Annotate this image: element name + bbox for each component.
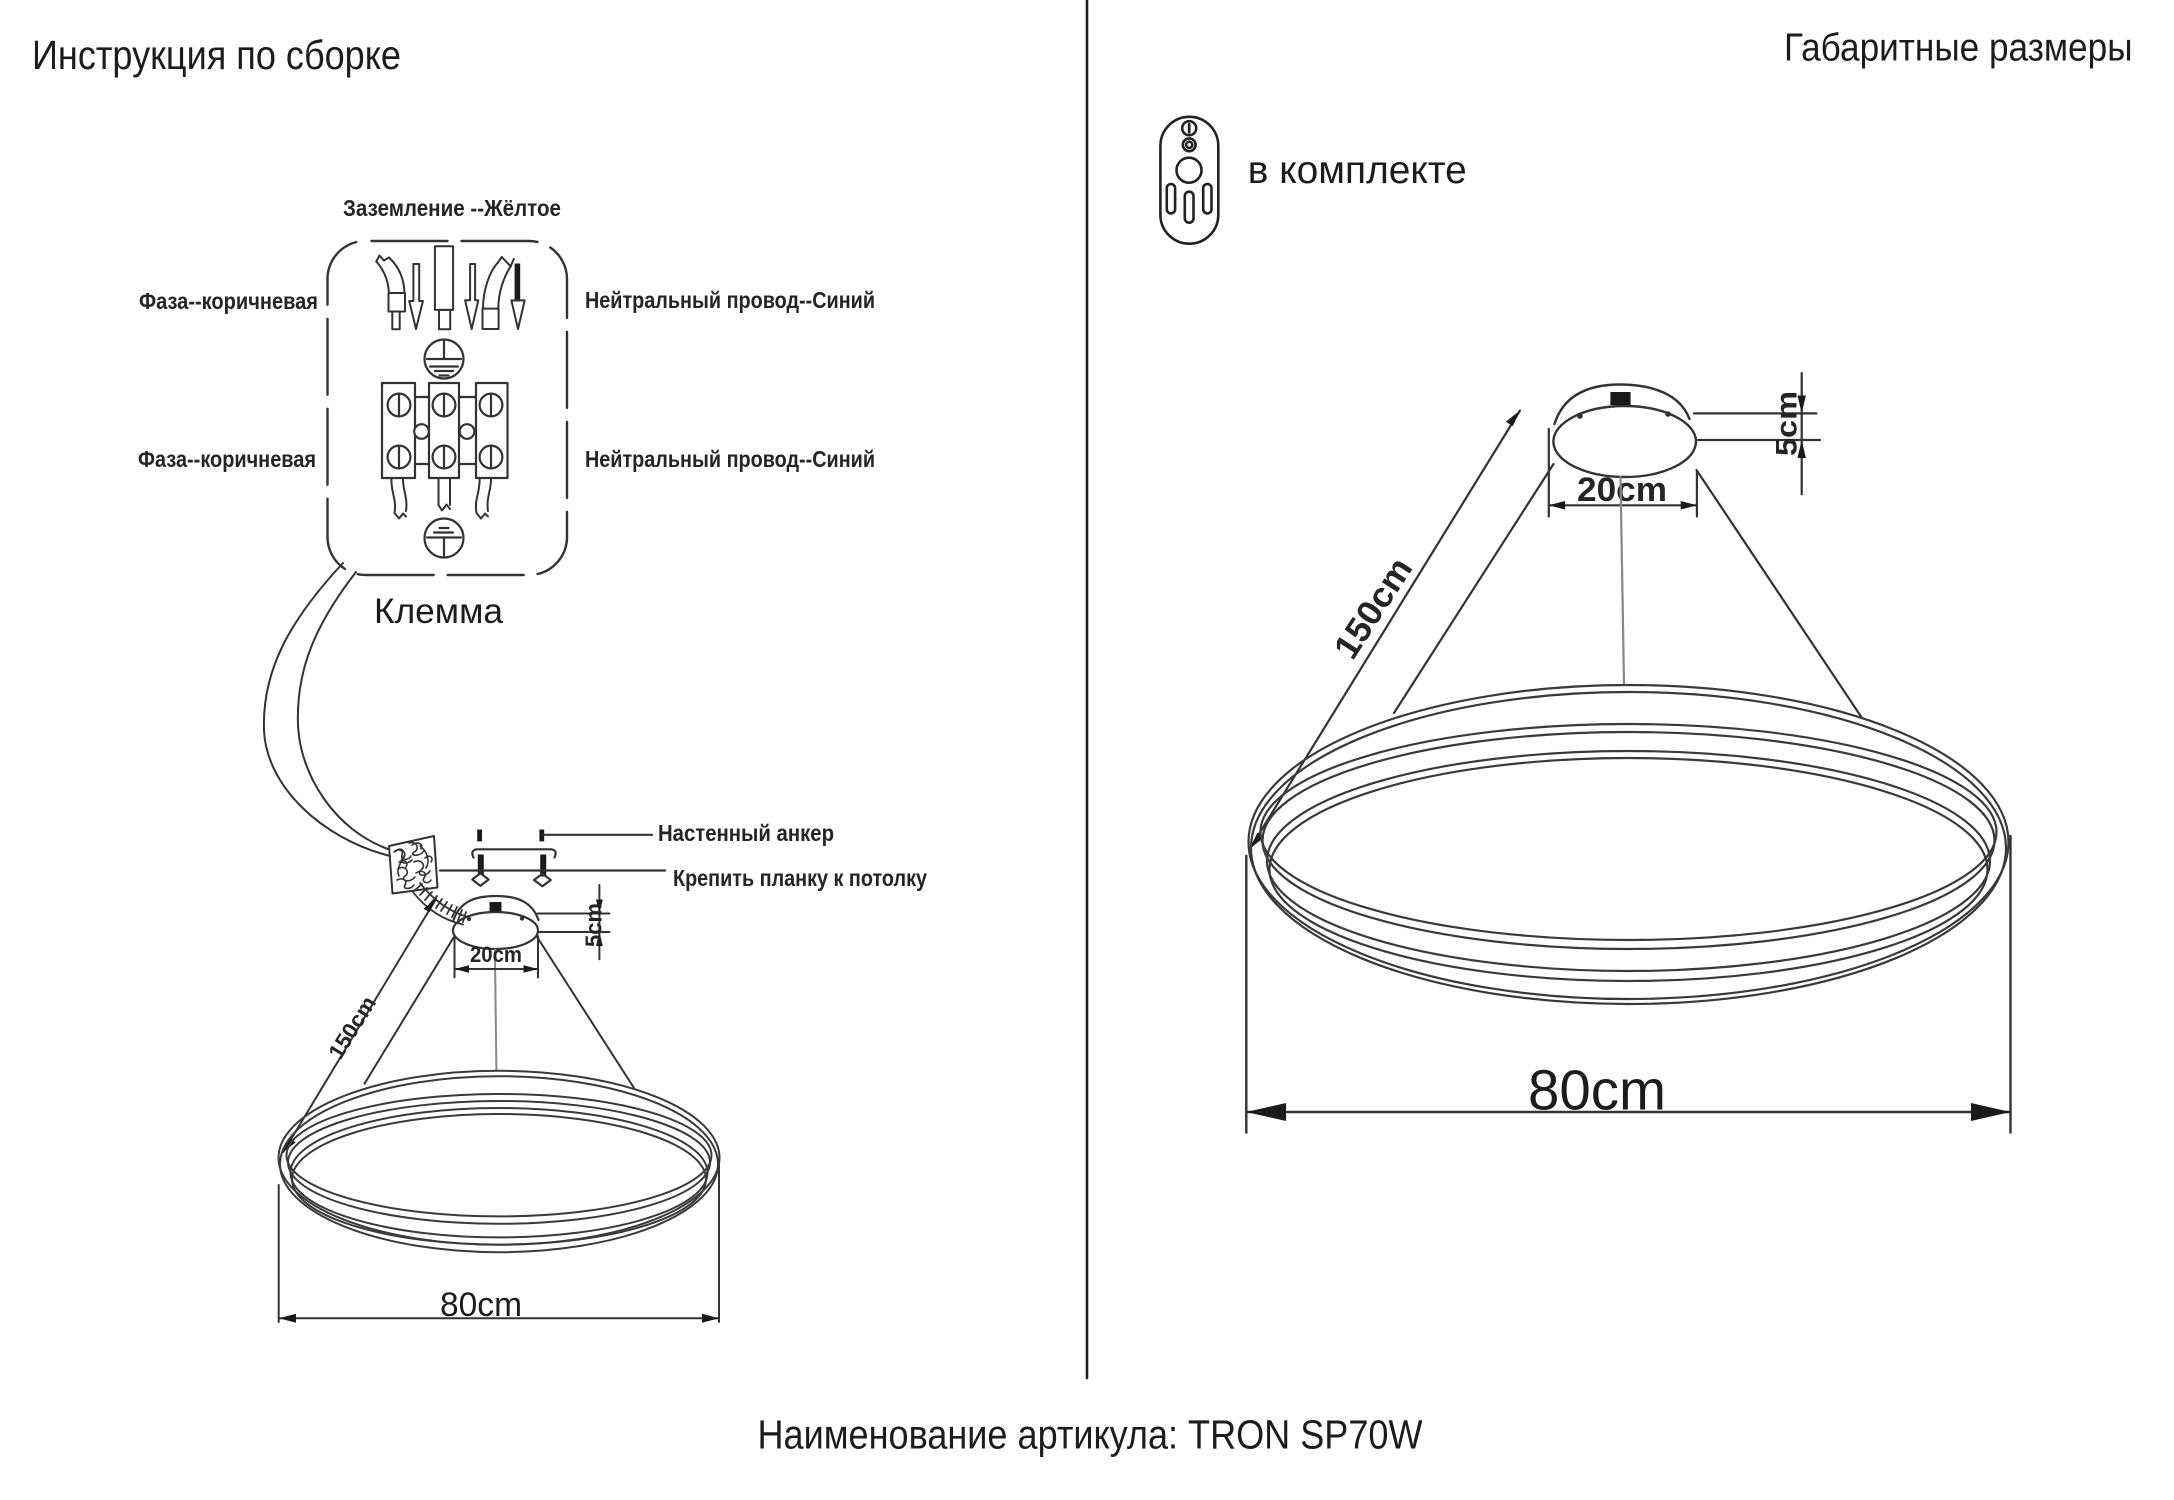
svg-text:Инструкция по сборке: Инструкция по сборке (32, 32, 401, 78)
svg-text:20cm: 20cm (470, 942, 522, 967)
svg-text:Фаза--коричневая: Фаза--коричневая (138, 446, 316, 472)
svg-text:80cm: 80cm (440, 1286, 522, 1324)
svg-text:Габаритные размеры: Габаритные размеры (1784, 27, 2133, 70)
svg-text:Нейтральный провод--Синий: Нейтральный провод--Синий (585, 446, 875, 472)
svg-text:Нейтральный провод--Синий: Нейтральный провод--Синий (585, 287, 875, 313)
svg-text:5cm: 5cm (581, 903, 607, 947)
svg-text:Фаза--коричневая: Фаза--коричневая (139, 288, 318, 314)
svg-text:5cm: 5cm (1771, 391, 1804, 456)
svg-text:80cm: 80cm (1528, 1059, 1666, 1123)
svg-text:Крепить планку к потолку: Крепить планку к потолку (673, 865, 927, 891)
svg-text:Наименование артикула: TRON SP: Наименование артикула: TRON SP70W (758, 1412, 1424, 1458)
svg-text:в комплекте: в комплекте (1248, 149, 1467, 192)
svg-text:Заземление --Жёлтое: Заземление --Жёлтое (343, 195, 561, 221)
svg-text:Настенный анкер: Настенный анкер (658, 820, 834, 846)
svg-text:Клемма: Клемма (374, 592, 504, 631)
svg-text:150cm: 150cm (323, 992, 381, 1064)
